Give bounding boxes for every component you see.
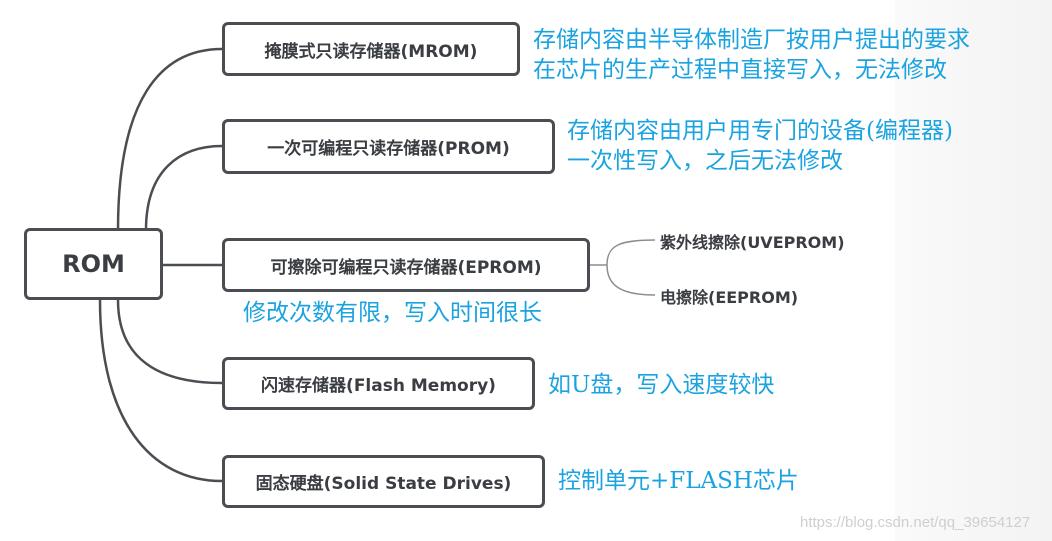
note-ssd: 控制单元+FLASH芯片 xyxy=(558,468,799,494)
note-prom-line-1: 存储内容由用户用专门的设备(编程器) xyxy=(567,118,953,144)
node-prom: 一次可编程只读存储器(PROM) xyxy=(222,119,555,174)
root-node-rom: ROM xyxy=(24,228,163,300)
connector-prom xyxy=(144,144,223,231)
connector-flash xyxy=(116,299,223,385)
node-ssd: 固态硬盘(Solid State Drives) xyxy=(222,455,545,508)
node-flash: 闪速存储器(Flash Memory) xyxy=(222,357,535,410)
node-eeprom: 电擦除(EEPROM) xyxy=(660,288,799,307)
note-mrom: 存储内容由半导体制造厂按用户提出的要求 在芯片的生产过程中直接写入，无法修改 xyxy=(533,25,970,85)
node-uveprom: 紫外线擦除(UVEPROM) xyxy=(660,233,845,252)
node-eprom: 可擦除可编程只读存储器(EPROM) xyxy=(222,238,590,292)
note-eprom: 修改次数有限，写入时间很长 xyxy=(243,300,542,326)
connector-ssd xyxy=(98,299,223,483)
connector-uveprom xyxy=(606,239,656,266)
note-mrom-line-2: 在芯片的生产过程中直接写入，无法修改 xyxy=(533,57,947,83)
connector-mrom xyxy=(116,47,223,231)
note-prom-line-2: 一次性写入，之后无法修改 xyxy=(567,148,843,174)
watermark: https://blog.csdn.net/qq_39654127 xyxy=(800,514,1031,531)
connector-eeprom xyxy=(606,264,656,296)
note-mrom-line-1: 存储内容由半导体制造厂按用户提出的要求 xyxy=(533,27,970,53)
note-prom: 存储内容由用户用专门的设备(编程器) 一次性写入，之后无法修改 xyxy=(567,116,953,176)
node-mrom: 掩膜式只读存储器(MROM) xyxy=(222,22,520,76)
note-flash: 如U盘，写入速度较快 xyxy=(548,372,775,398)
background-fade xyxy=(895,0,1052,541)
